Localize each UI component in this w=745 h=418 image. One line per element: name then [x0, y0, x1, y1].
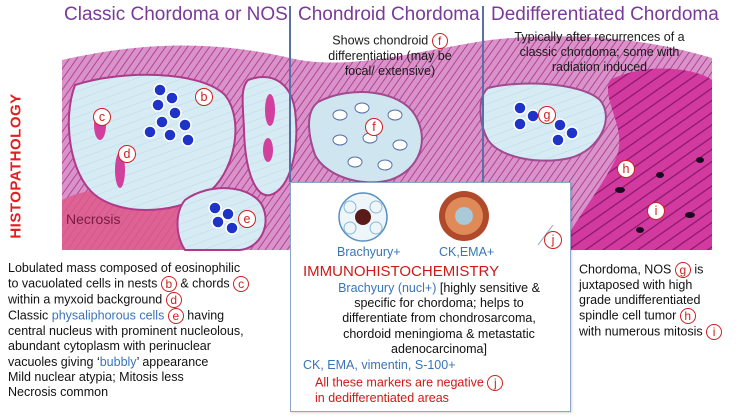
- brachyury-cell-icon: [338, 192, 388, 242]
- ck-ema-cell-label: CK,EMA+: [439, 245, 495, 259]
- marker-e: e: [238, 210, 256, 228]
- spindle-cell-area: [560, 68, 712, 250]
- title-classic-chordoma: Classic Chordoma or NOS: [64, 4, 288, 25]
- classic-description: Lobulated mass composed of eosinophilic …: [8, 261, 250, 400]
- histopathology-label: HISTOPATHOLOGY: [7, 92, 25, 239]
- ihc-negative-note: All these markers are negative j in dedi…: [315, 375, 504, 406]
- marker-g: g: [538, 106, 556, 124]
- marker-i-text: i: [706, 324, 723, 341]
- marker-f-note: f: [431, 33, 448, 49]
- marker-g-text: g: [674, 262, 691, 278]
- marker-d-text: d: [165, 292, 182, 309]
- dediff-description: Chordoma, NOS g is juxtaposed with high …: [579, 262, 723, 341]
- ihc-markers: CK, EMA, vimentin, S-100+: [303, 358, 456, 372]
- myxoid-lobule-narrow: [241, 76, 298, 197]
- title-dedifferentiated-chordoma: Dedifferentiated Chordoma: [491, 4, 719, 25]
- necrosis-label: Necrosis: [66, 211, 121, 227]
- ihc-cells: [338, 191, 554, 246]
- marker-j-text: j: [487, 375, 504, 391]
- chondroid-cells: [332, 102, 408, 171]
- marker-c: c: [93, 108, 111, 126]
- marker-c-text: c: [233, 276, 250, 293]
- brachyury-cell-label: Brachyury+: [337, 245, 401, 259]
- marker-f: f: [365, 118, 383, 136]
- dediff-note: Typically after recurrences of a classic…: [514, 30, 685, 74]
- marker-i: i: [647, 202, 665, 220]
- title-chondroid-chordoma: Chondroid Chordoma: [298, 4, 480, 25]
- ihc-heading: IMMUNOHISTOCHEMISTRY: [303, 263, 500, 280]
- ihc-brachyury-text: Brachyury (nucl+) [highly sensitive & sp…: [338, 281, 540, 356]
- marker-j-box: j: [544, 231, 562, 249]
- marker-b: b: [195, 88, 213, 106]
- ck-ema-cell-icon: [439, 191, 489, 241]
- mitotic-figures: [615, 157, 704, 233]
- physaliphorous-cells-classic: [143, 83, 239, 235]
- marker-h-text: h: [679, 308, 696, 325]
- chondroid-note: Shows chondroid f differentiation (may b…: [328, 33, 452, 78]
- marker-h: h: [617, 160, 635, 178]
- marker-e-text: e: [167, 308, 184, 325]
- marker-d: d: [118, 145, 136, 163]
- ihc-box: j Brachyury+ CK,EMA+ IMMUNOHISTOCHEMISTR…: [290, 182, 571, 412]
- marker-b-text: b: [160, 276, 177, 293]
